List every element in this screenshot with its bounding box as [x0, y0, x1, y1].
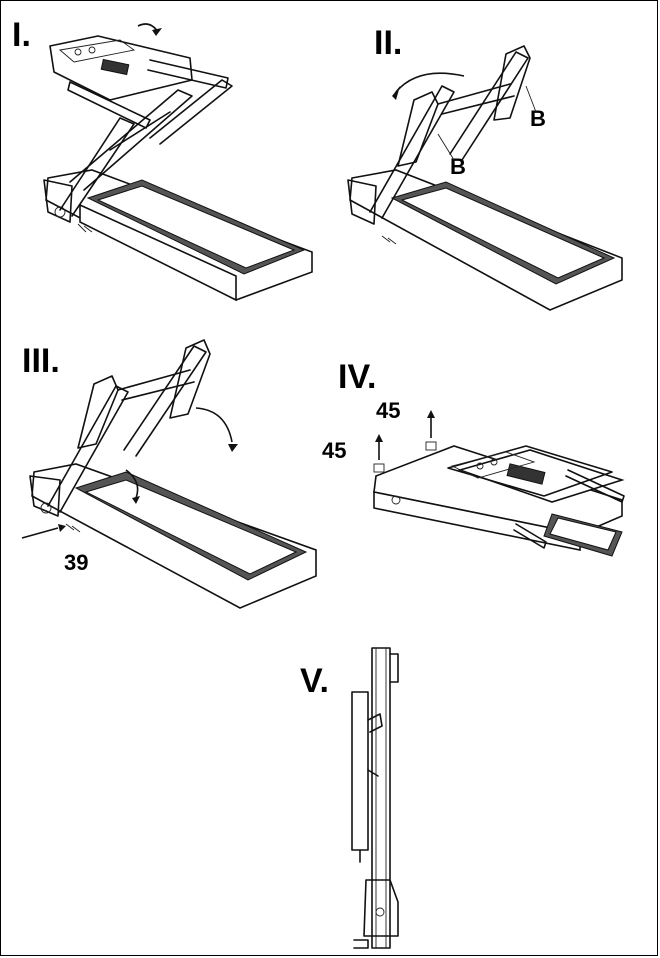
part-label-b-right: B	[530, 106, 546, 131]
part-label-39: 39	[64, 550, 89, 575]
part-label-45-lower: 45	[322, 438, 347, 463]
step-4-label: IV.	[338, 358, 377, 396]
step-3-treadmill-drawing	[21, 339, 317, 609]
step-5-panel: V.	[270, 630, 430, 956]
step-4-treadmill-drawing	[373, 410, 625, 557]
step-4-panel: IV. 45 45	[322, 320, 660, 630]
step-3-label: III.	[22, 342, 60, 380]
step-1-panel: I.	[0, 0, 330, 320]
step-3-panel: III. 39	[0, 320, 330, 630]
step-2-panel: II. B B	[330, 0, 660, 320]
step-2-treadmill-drawing	[347, 45, 623, 311]
step-5-label: V.	[300, 662, 330, 700]
part-label-45-upper: 45	[376, 398, 401, 423]
step-1-treadmill-drawing	[43, 23, 313, 302]
step-1-label: I.	[12, 16, 31, 54]
part-label-b-left: B	[450, 154, 466, 179]
step-5-treadmill-drawing	[351, 647, 399, 949]
step-2-label: II.	[374, 24, 403, 62]
